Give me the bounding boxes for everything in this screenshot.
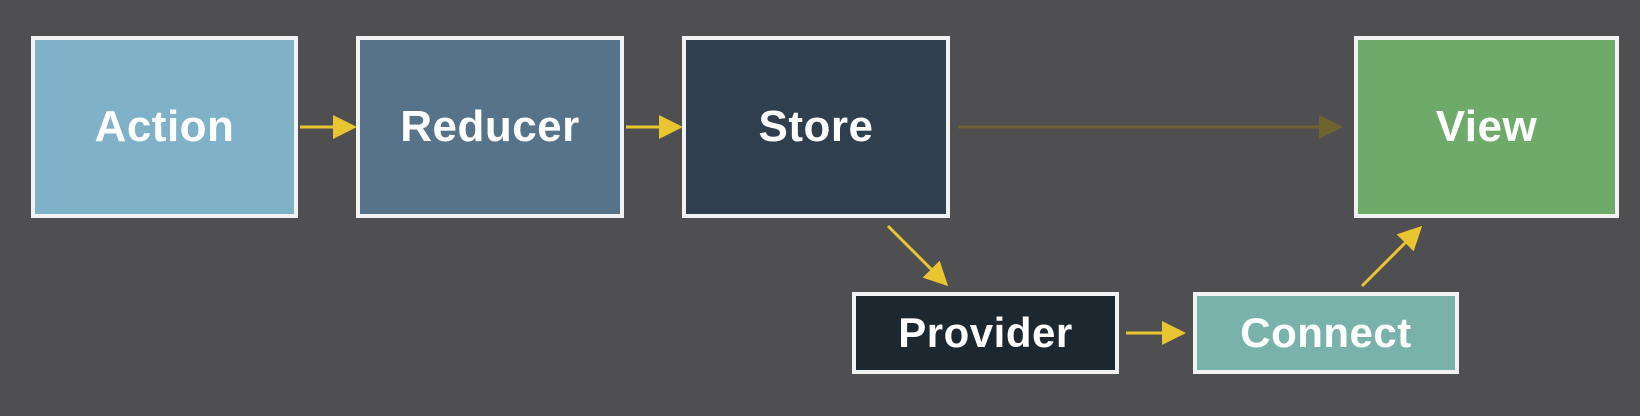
store-node: Store <box>682 36 950 218</box>
store-label: Store <box>758 102 874 151</box>
provider-node: Provider <box>852 292 1119 374</box>
connect-node: Connect <box>1193 292 1459 374</box>
provider-label: Provider <box>898 309 1073 356</box>
reducer-label: Reducer <box>400 102 580 151</box>
arrow-store-to-provider <box>886 224 949 287</box>
action-node: Action <box>31 36 298 218</box>
arrow-connect-to-view <box>1360 225 1423 288</box>
connect-label: Connect <box>1240 309 1412 356</box>
view-node: View <box>1354 36 1619 218</box>
reducer-node: Reducer <box>356 36 624 218</box>
action-label: Action <box>94 102 235 151</box>
view-label: View <box>1435 102 1538 151</box>
